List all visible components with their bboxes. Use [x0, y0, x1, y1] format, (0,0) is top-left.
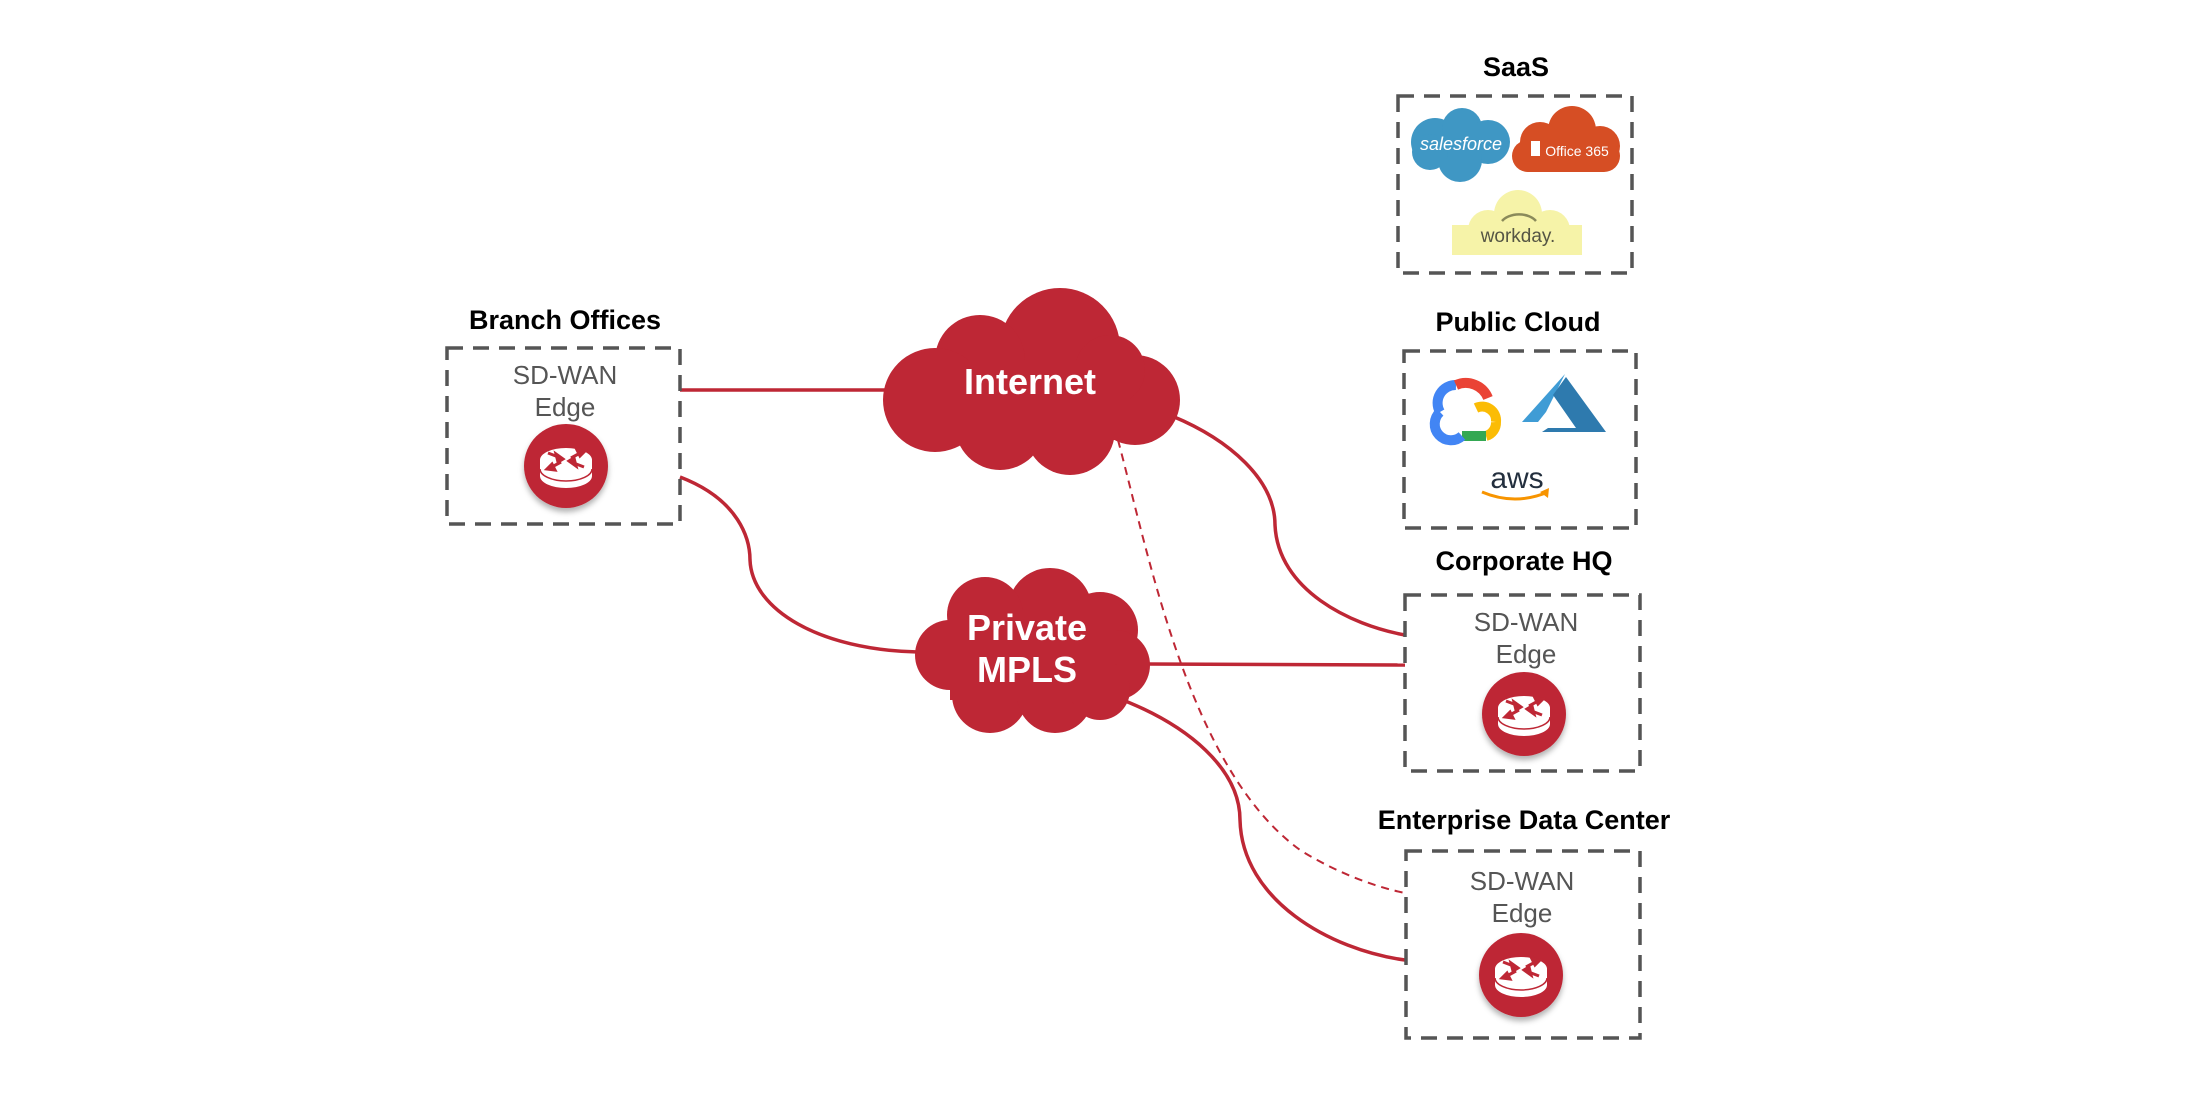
office365-logo-icon: Office 365	[1512, 106, 1620, 172]
router-icon	[1479, 933, 1563, 1017]
internet-cloud: Internet	[883, 288, 1180, 475]
datacenter-title: Enterprise Data Center	[1378, 805, 1671, 835]
dc-edge-label-line2: Edge	[1492, 898, 1553, 928]
aws-logo-icon: aws	[1481, 462, 1549, 501]
public-cloud-title: Public Cloud	[1436, 307, 1601, 337]
datacenter-group: Enterprise Data Center SD-WAN Edge	[1378, 805, 1671, 1040]
saas-box	[1396, 94, 1634, 275]
link-mpls-datacenter	[1114, 695, 1406, 962]
aws-label: aws	[1490, 462, 1543, 495]
router-icon	[524, 424, 608, 508]
office365-label: Office 365	[1545, 143, 1609, 159]
salesforce-label: salesforce	[1420, 134, 1502, 154]
workday-logo-icon: workday.	[1452, 190, 1582, 255]
hq-edge-label-line2: Edge	[1496, 639, 1557, 669]
dc-edge-label-line1: SD-WAN	[1470, 866, 1574, 896]
internet-label: Internet	[964, 361, 1096, 402]
link-internet-hq	[1171, 414, 1406, 637]
salesforce-logo-icon: salesforce	[1411, 108, 1510, 182]
public-cloud-group: Public Cloud aws	[1402, 307, 1638, 530]
workday-label: workday.	[1480, 226, 1556, 247]
google-cloud-logo-icon	[1429, 377, 1502, 446]
corporate-hq-box	[1403, 593, 1642, 773]
link-internet-datacenter	[1117, 439, 1406, 894]
link-mpls-hq	[1144, 662, 1406, 667]
saas-title: SaaS	[1483, 52, 1549, 82]
branch-edge-label-line2: Edge	[535, 392, 596, 422]
azure-logo-icon	[1522, 374, 1606, 432]
corporate-hq-title: Corporate HQ	[1435, 546, 1612, 576]
public-cloud-box	[1402, 349, 1638, 530]
corporate-hq-group: Corporate HQ SD-WAN Edge	[1403, 546, 1642, 773]
branch-offices-box	[445, 346, 682, 526]
branch-offices-title: Branch Offices	[469, 305, 661, 335]
datacenter-box	[1404, 849, 1642, 1040]
link-branch-mpls	[679, 475, 919, 654]
branch-offices-group: Branch Offices SD-WAN Edge	[445, 305, 682, 526]
hq-edge-label-line1: SD-WAN	[1474, 607, 1578, 637]
saas-group: SaaS salesforce Office 365 workday.	[1396, 52, 1634, 275]
mpls-label-line1: Private	[967, 607, 1087, 648]
mpls-cloud: Private MPLS	[915, 568, 1150, 733]
branch-edge-label-line1: SD-WAN	[513, 360, 617, 390]
mpls-label-line2: MPLS	[977, 649, 1077, 690]
router-icon	[1482, 672, 1566, 756]
